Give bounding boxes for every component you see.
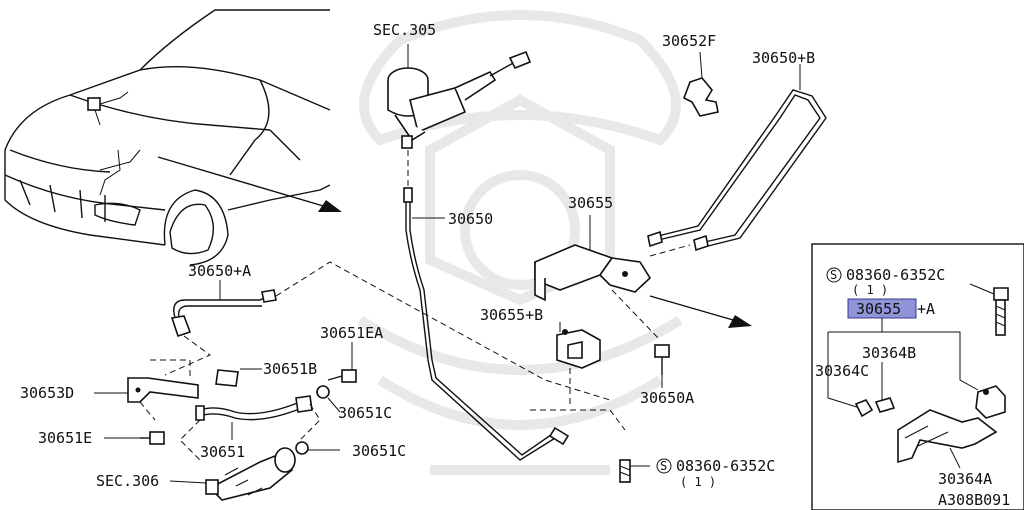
label-bolt-main-qty: ( 1 ) [680, 475, 716, 489]
part-30655b [530, 322, 626, 431]
label-30651ea: 30651EA [320, 324, 383, 342]
label-30651c-lower: 30651C [352, 442, 406, 460]
bolt-08360 [619, 459, 650, 483]
clutch-master-cylinder [387, 44, 532, 188]
s-circle-icon [656, 458, 672, 474]
label-30650b: 30650+B [752, 49, 815, 67]
label-30653d: 30653D [20, 384, 74, 402]
inset-label-highlight[interactable]: 30655 [856, 300, 901, 318]
arrow-pointer-left [157, 156, 342, 212]
inset-label-highlight-suffix: +A [917, 300, 935, 318]
label-sec305: SEC.305 [373, 21, 436, 39]
inset-label-30364c: 30364C [815, 362, 869, 380]
inset-label-ref-code: A308B091 [938, 491, 1010, 509]
arrow-pointer-right [649, 295, 752, 328]
svg-text:S: S [660, 459, 667, 473]
clutch-tube-30650a [164, 261, 611, 401]
clutch-slave-cylinder [169, 447, 296, 501]
inset-label-30364b: 30364B [862, 344, 916, 362]
inset-label-30364a: 30364A [938, 470, 992, 488]
part-30653d [94, 359, 199, 421]
watermark-emblem [357, 10, 683, 475]
label-30651b: 30651B [263, 360, 317, 378]
s-circle-icon [826, 267, 842, 283]
part-30651b [215, 368, 262, 387]
clutch-hose-30651 [179, 395, 321, 461]
svg-text:S: S [830, 268, 837, 282]
label-30650a: 30650A [640, 389, 694, 407]
label-bolt-main: 08360-6352C [676, 457, 775, 475]
detail-inset: S 08360-6352C ( 1 ) 30655 +A 30364B 3036… [811, 243, 1024, 510]
clutch-bracket-30655 [534, 215, 691, 302]
label-30651e: 30651E [38, 429, 92, 447]
label-30650: 30650 [448, 210, 493, 228]
part-30652f [682, 51, 719, 117]
clutch-tube-30650 [403, 187, 570, 461]
label-30651: 30651 [200, 443, 245, 461]
part-30650a [611, 289, 670, 388]
part-30651ea [327, 342, 357, 383]
car-illustration [4, 9, 331, 266]
part-30651e [104, 431, 165, 445]
part-30651c-washers [295, 385, 341, 455]
label-30655: 30655 [568, 194, 613, 212]
label-30652f: 30652F [662, 32, 716, 50]
label-30655b: 30655+B [480, 306, 543, 324]
label-30650a-top: 30650+A [188, 262, 251, 280]
inset-label-bolt-qty: ( 1 ) [852, 283, 888, 297]
label-30651c-upper: 30651C [338, 404, 392, 422]
inset-label-bolt: 08360-6352C [846, 266, 945, 284]
clutch-tube-30650b [647, 64, 827, 252]
label-sec306: SEC.306 [96, 472, 159, 490]
